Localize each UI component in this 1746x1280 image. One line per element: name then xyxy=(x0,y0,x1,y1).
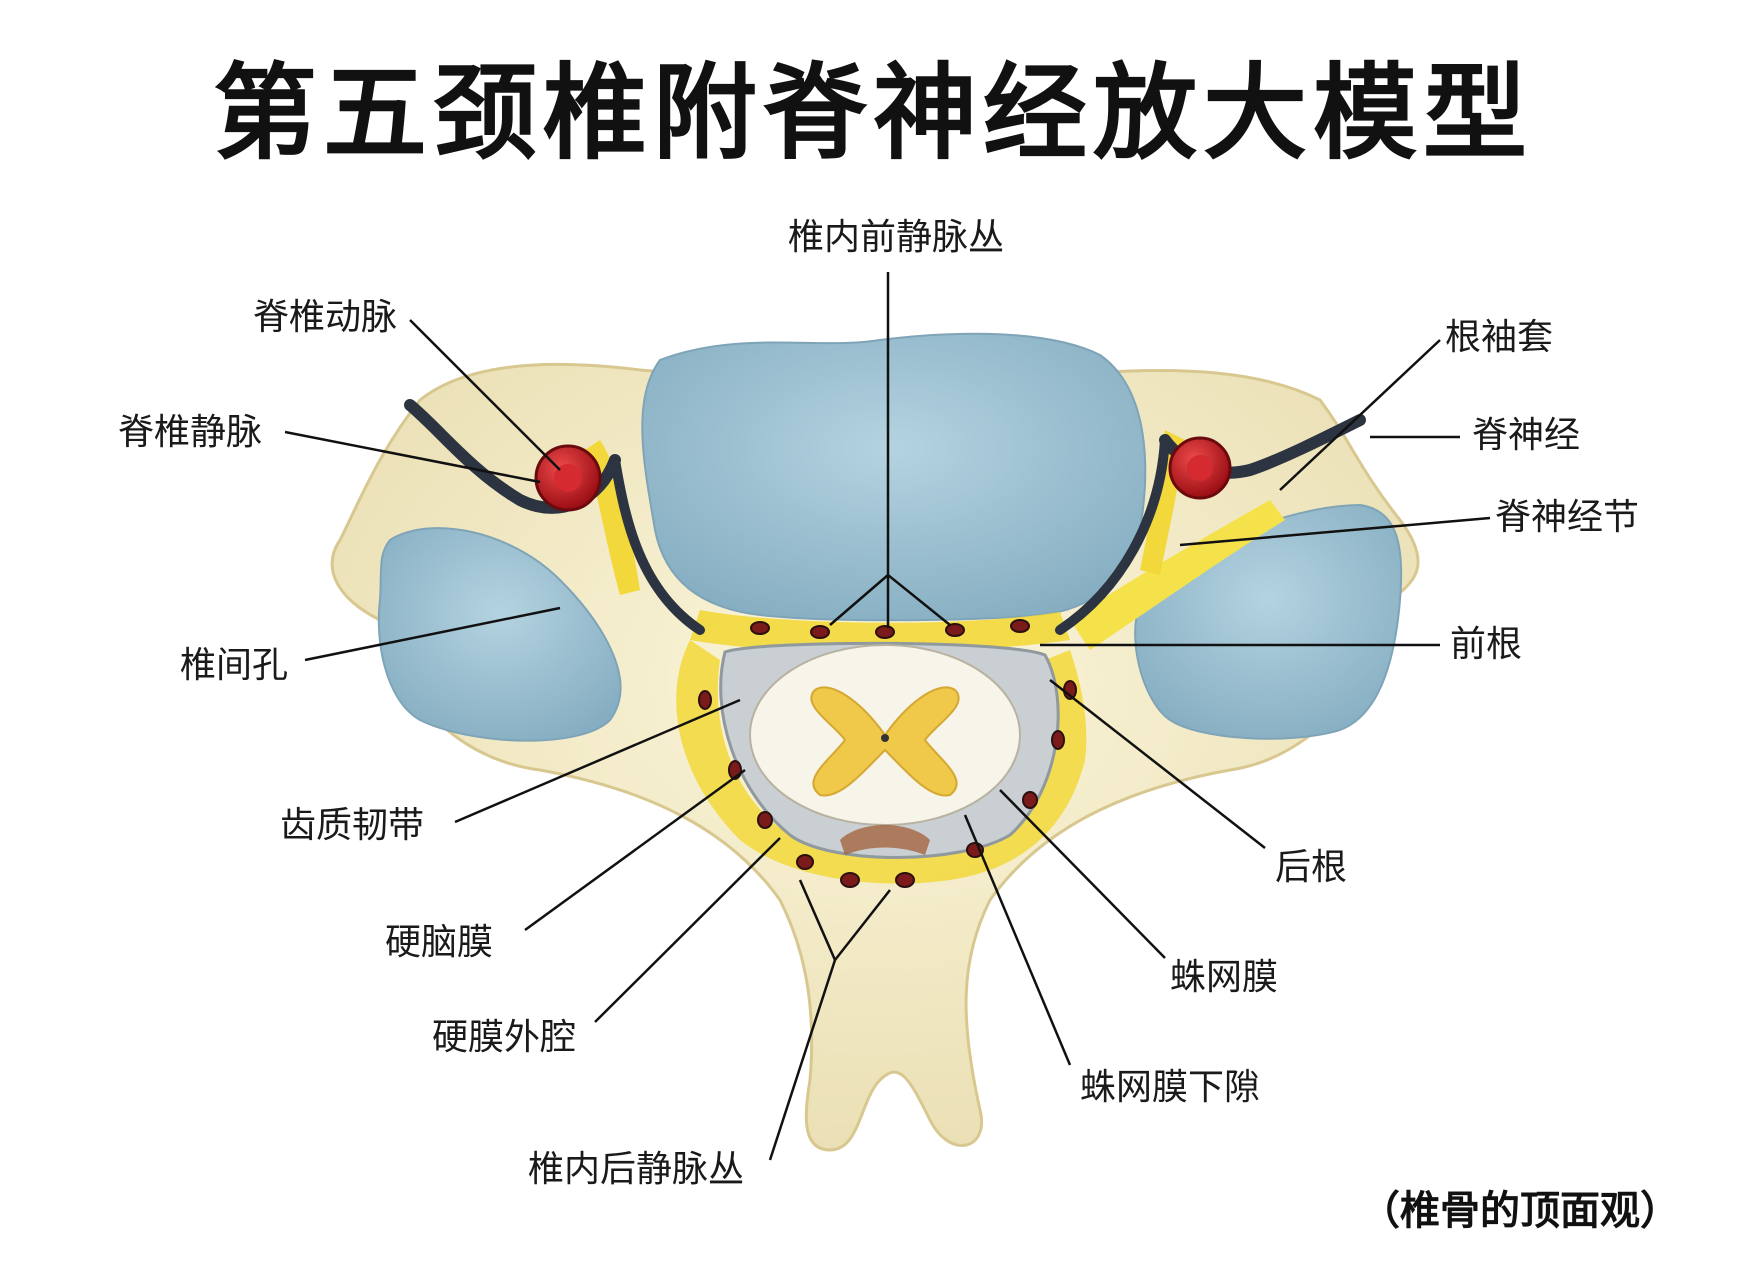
label-anterior-root: 前根 xyxy=(1450,624,1523,665)
label-intervertebral-foramen: 椎间孔 xyxy=(180,645,289,686)
central-canal xyxy=(881,734,889,742)
label-vertebral-artery: 脊椎动脉 xyxy=(253,297,398,338)
label-epidural-space: 硬膜外腔 xyxy=(432,1017,577,1058)
label-arachnoid: 蛛网膜 xyxy=(1170,957,1279,998)
left-articular-surface xyxy=(377,527,622,742)
label-posterior-internal-venous-plexus: 椎内后静脉丛 xyxy=(528,1149,745,1190)
label-posterior-root: 后根 xyxy=(1275,847,1348,888)
leader-lines xyxy=(284,272,1491,1161)
label-subarachnoid-space: 蛛网膜下隙 xyxy=(1080,1067,1261,1108)
posterior-rootlets xyxy=(840,825,930,855)
label-dura-mater: 硬脑膜 xyxy=(385,922,494,963)
label-spinal-nerve: 脊神经 xyxy=(1472,415,1581,456)
page-title: 第五颈椎附脊神经放大模型 xyxy=(212,52,1533,174)
label-vertebral-vein: 脊椎静脉 xyxy=(118,412,263,453)
right-ganglion-fat xyxy=(1070,500,1285,650)
label-denticulate-ligament: 齿质韧带 xyxy=(280,805,425,846)
right-vein-to-plexus xyxy=(1055,435,1170,635)
label-anterior-internal-venous-plexus: 椎内前静脉丛 xyxy=(788,217,1005,258)
vertebral-body-disc xyxy=(641,332,1147,622)
view-caption: （椎骨的顶面观） xyxy=(1360,1188,1680,1234)
venous-plexus xyxy=(698,619,1077,888)
left-vein-to-plexus xyxy=(610,455,705,635)
label-spinal-ganglion: 脊神经节 xyxy=(1495,497,1640,538)
label-root-sleeve: 根袖套 xyxy=(1445,317,1554,358)
right-artery-lumen xyxy=(1187,455,1213,481)
left-artery-lumen xyxy=(554,464,582,492)
epidural-fat xyxy=(676,640,1087,884)
